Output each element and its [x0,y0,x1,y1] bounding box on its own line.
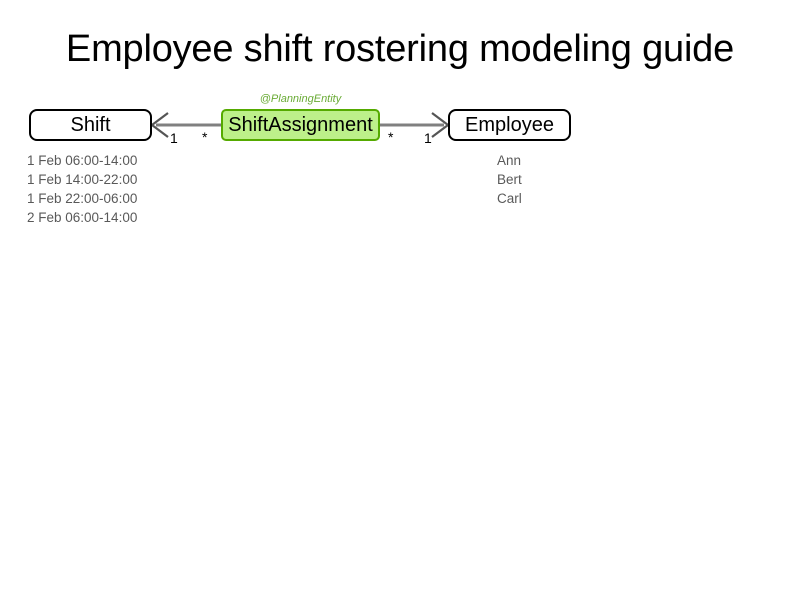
multiplicity-employee-side: 1 [424,130,432,146]
list-item: Ann [497,153,522,168]
class-box-shift[interactable]: Shift [29,109,152,141]
list-item: Bert [497,172,522,187]
arrowhead-shift [150,112,169,138]
page-title: Employee shift rostering modeling guide [65,28,735,70]
class-box-shift-assignment[interactable]: ShiftAssignment [221,109,380,141]
multiplicity-shift-side: 1 [170,130,178,146]
class-box-employee[interactable]: Employee [448,109,571,141]
list-item: 1 Feb 22:00-06:00 [27,191,138,206]
list-item: 2 Feb 06:00-14:00 [27,210,138,225]
multiplicity-assignment-left-side: * [202,129,208,145]
list-item: 1 Feb 14:00-22:00 [27,172,138,187]
shift-instance-list: 1 Feb 06:00-14:00 1 Feb 14:00-22:00 1 Feb … [27,151,137,227]
list-item: Carl [497,191,522,206]
list-item: 1 Feb 06:00-14:00 [27,153,138,168]
multiplicity-assignment-right-side: * [388,129,394,145]
stereotype-planning-entity: @PlanningEntity [259,93,342,105]
